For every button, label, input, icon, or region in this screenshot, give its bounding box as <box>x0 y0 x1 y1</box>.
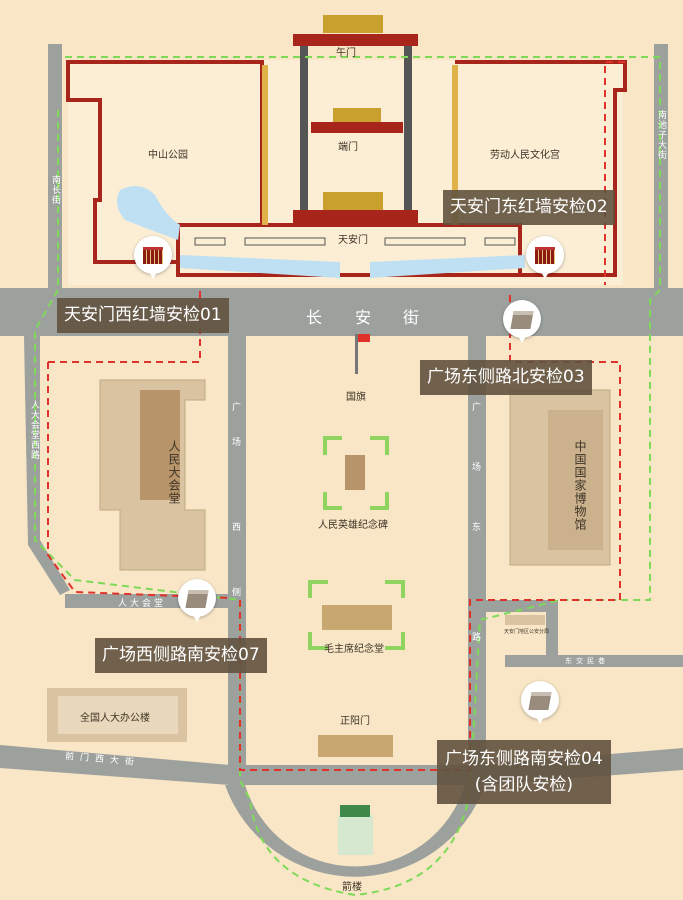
checkpoint-label-01[interactable]: 天安门西红墙安检01 <box>57 298 229 333</box>
checkpoint-label-04-sub: (含团队安检) <box>474 775 573 795</box>
checkpoint-marker-04[interactable] <box>521 681 559 724</box>
gate-icon <box>535 247 555 264</box>
road-square-east-1: 广 <box>472 403 482 413</box>
gate-icon <box>143 247 163 264</box>
label-jianlou: 箭楼 <box>342 882 362 893</box>
label-monument: 人民英雄纪念碑 <box>318 520 388 531</box>
road-square-east-4: 路 <box>472 633 482 643</box>
road-square-east-3: 东 <box>472 523 482 533</box>
checkpoint-marker-07[interactable] <box>178 579 216 622</box>
road-square-west-1: 广 <box>232 403 242 413</box>
checkpoint-label-04-title: 广场东侧路南安检04 <box>445 749 603 769</box>
label-workers-palace: 劳动人民文化宫 <box>490 150 560 161</box>
road-changan-3: 街 <box>403 308 420 327</box>
label-mausoleum: 毛主席纪念堂 <box>324 644 384 655</box>
nanchang-street <box>48 44 62 294</box>
label-wumen: 午门 <box>336 48 356 59</box>
routes <box>34 56 661 897</box>
road-nanchang: 南长街 <box>50 175 60 205</box>
label-police: 天安门地区公安分局 <box>504 629 550 635</box>
label-zhongshan-park: 中山公园 <box>148 150 188 161</box>
checkpoint-marker-01[interactable] <box>134 236 172 279</box>
road-great-hall-west: 人大会堂西路 <box>29 400 39 460</box>
label-museum: 中国国家博物馆 <box>573 440 587 531</box>
checkpoint-label-07[interactable]: 广场西侧路南安检07 <box>95 638 267 673</box>
road-square-west-2: 场 <box>232 438 242 448</box>
building-icon <box>510 311 534 329</box>
label-great-hall: 人民大会堂 <box>167 440 181 505</box>
road-great-hall: 人大会堂 <box>118 599 167 609</box>
gate-buildings <box>293 15 418 224</box>
checkpoint-label-03[interactable]: 广场东侧路北安检03 <box>420 360 592 395</box>
building-icon <box>528 692 552 710</box>
checkpoint-label-02[interactable]: 天安门东红墙安检02 <box>443 190 615 225</box>
label-duanmen: 端门 <box>338 142 358 153</box>
road-dongjiaominxiang: 东交民巷 <box>565 657 609 665</box>
dongjiaominxiang <box>505 655 683 667</box>
label-npc-office: 全国人大办公楼 <box>80 713 150 724</box>
road-nanchizi: 南池子大街 <box>656 110 666 160</box>
road-square-west-4: 侧 <box>232 588 242 598</box>
road-changan-2: 安 <box>355 308 372 327</box>
road-changan-1: 长 <box>306 308 323 327</box>
road-square-west-3: 西 <box>232 523 242 533</box>
flag-icon <box>358 334 370 342</box>
square-east-road <box>468 336 486 776</box>
label-zhengyangmen: 正阳门 <box>340 716 370 727</box>
checkpoint-label-04[interactable]: 广场东侧路南安检04 (含团队安检) <box>437 740 611 804</box>
checkpoint-marker-03[interactable] <box>503 300 541 343</box>
label-tiananmen: 天安门 <box>338 235 368 246</box>
building-icon <box>185 590 209 608</box>
label-flag: 国旗 <box>346 392 366 403</box>
checkpoint-marker-02[interactable] <box>526 236 564 279</box>
road-square-east-2: 场 <box>472 463 482 473</box>
nanchizi-street <box>654 44 668 294</box>
